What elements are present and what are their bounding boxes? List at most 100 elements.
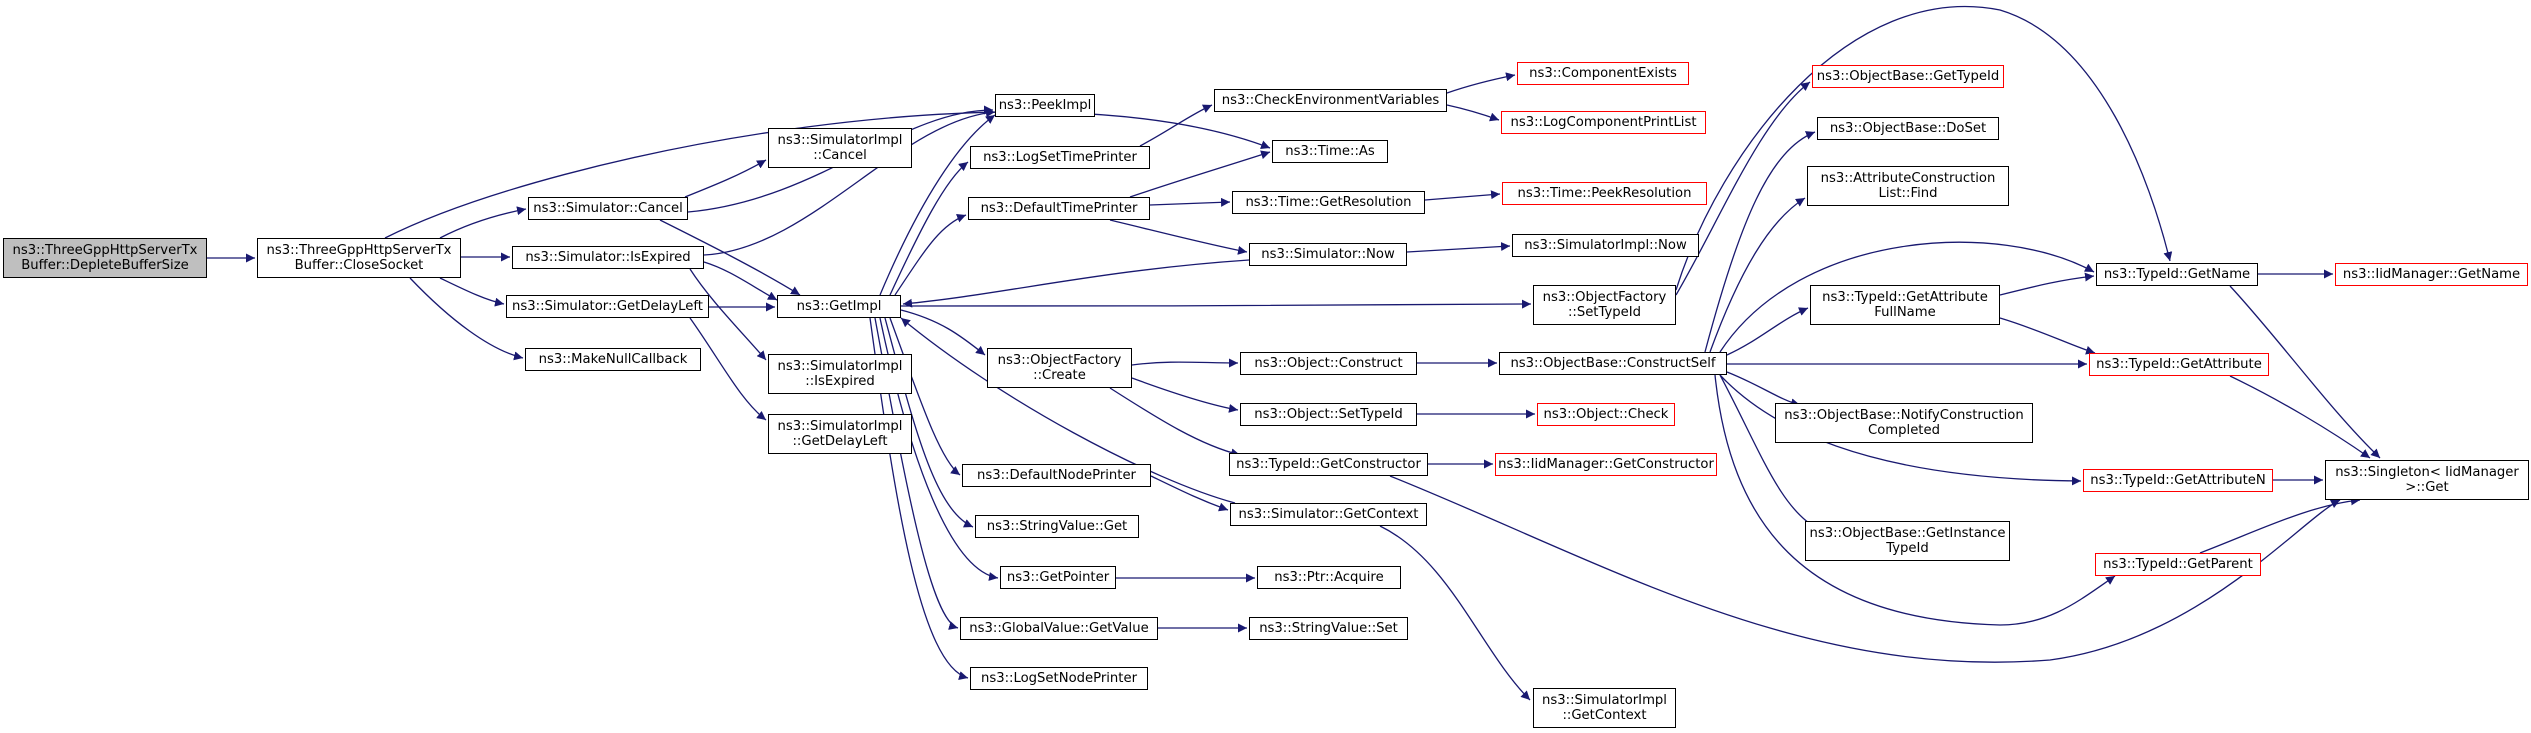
node-attrconstructionlist-find[interactable]: ns3::AttributeConstruction List::Find: [1807, 166, 2009, 206]
node-simimpl-cancel[interactable]: ns3::SimulatorImpl ::Cancel: [768, 128, 912, 168]
node-simimpl-isexpired[interactable]: ns3::SimulatorImpl ::IsExpired: [768, 354, 912, 394]
node-objectbase-notifyconstructioncompleted[interactable]: ns3::ObjectBase::NotifyConstruction Comp…: [1775, 403, 2033, 443]
node-simulator-getdelayleft[interactable]: ns3::Simulator::GetDelayLeft: [506, 295, 709, 318]
node-stringvalue-set[interactable]: ns3::StringValue::Set: [1249, 617, 1408, 640]
edge-isexpired-to-getimpl: [703, 261, 778, 301]
node-time-as-label: ns3::Time::As: [1285, 144, 1375, 159]
edge-getimpl-to-defaultnodeprinter: [889, 317, 961, 476]
node-logcomponentprintlist-label: ns3::LogComponentPrintList: [1510, 115, 1697, 130]
node-time-peekresolution-label: ns3::Time::PeekResolution: [1517, 186, 1692, 201]
edge-checkenv-to-logcomponentprintlist: [1446, 104, 1500, 122]
node-defaultnodeprinter[interactable]: ns3::DefaultNodePrinter: [962, 464, 1151, 487]
node-object-construct-label: ns3::Object::Construct: [1254, 356, 1403, 371]
edge-constructself-to-notifyconstructioncompleted: [1726, 371, 1801, 408]
node-time-peekresolution[interactable]: ns3::Time::PeekResolution: [1502, 182, 1707, 205]
node-iidmanager-getname[interactable]: ns3::IidManager::GetName: [2335, 263, 2528, 286]
node-simimpl-getcontext[interactable]: ns3::SimulatorImpl ::GetContext: [1533, 688, 1676, 728]
edge-simulatornow-to-simimplnow: [1406, 242, 1511, 253]
node-time-getresolution[interactable]: ns3::Time::GetResolution: [1232, 191, 1425, 214]
node-object-settypeid[interactable]: ns3::Object::SetTypeId: [1240, 403, 1417, 426]
node-object-check-label: ns3::Object::Check: [1543, 407, 1669, 422]
node-depletebuffersize[interactable]: ns3::ThreeGppHttpServerTx Buffer::Deplet…: [3, 238, 207, 278]
node-typeid-getattributen[interactable]: ns3::TypeId::GetAttributeN: [2083, 469, 2273, 492]
node-typeid-getattribute[interactable]: ns3::TypeId::GetAttribute: [2089, 353, 2269, 376]
node-typeid-getparent[interactable]: ns3::TypeId::GetParent: [2095, 553, 2261, 576]
node-checkenvvars[interactable]: ns3::CheckEnvironmentVariables: [1214, 89, 1447, 112]
node-closesocket[interactable]: ns3::ThreeGppHttpServerTx Buffer::CloseS…: [257, 238, 461, 278]
node-logsetnodeprinter[interactable]: ns3::LogSetNodePrinter: [970, 667, 1148, 690]
node-simimpl-getdelayleft[interactable]: ns3::SimulatorImpl ::GetDelayLeft: [768, 414, 912, 454]
edge-closesocket-to-cancel: [439, 206, 527, 239]
node-checkenvvars-label: ns3::CheckEnvironmentVariables: [1221, 93, 1440, 108]
node-ptr-acquire[interactable]: ns3::Ptr::Acquire: [1257, 566, 1401, 589]
node-simimpl-now[interactable]: ns3::SimulatorImpl::Now: [1512, 234, 1699, 257]
node-objectfactory-settypeid-label: ns3::ObjectFactory ::SetTypeId: [1542, 290, 1667, 320]
node-objectfactory-create[interactable]: ns3::ObjectFactory ::Create: [987, 348, 1132, 388]
node-time-getresolution-label: ns3::Time::GetResolution: [1245, 195, 1412, 210]
node-objectbase-constructself-label: ns3::ObjectBase::ConstructSelf: [1510, 356, 1716, 371]
node-simulator-isexpired[interactable]: ns3::Simulator::IsExpired: [512, 246, 704, 269]
edge-closesocket-to-makenullcallback: [409, 277, 524, 361]
node-objectbase-doset[interactable]: ns3::ObjectBase::DoSet: [1817, 117, 1999, 140]
node-simulator-cancel[interactable]: ns3::Simulator::Cancel: [528, 197, 688, 220]
node-typeid-getattributefullname[interactable]: ns3::TypeId::GetAttribute FullName: [1810, 285, 2000, 325]
edge-typeidgetname-to-singletonget: [2229, 285, 2381, 459]
node-typeid-getname-label: ns3::TypeId::GetName: [2103, 267, 2251, 282]
node-typeid-getattribute-label: ns3::TypeId::GetAttribute: [2096, 357, 2262, 372]
node-getpointer[interactable]: ns3::GetPointer: [1000, 566, 1116, 589]
edge-getimpl-to-objectfactorycreate: [900, 309, 986, 356]
node-defaultnodeprinter-label: ns3::DefaultNodePrinter: [977, 468, 1136, 483]
node-globalvalue-getvalue-label: ns3::GlobalValue::GetValue: [969, 621, 1149, 636]
edge-constructself-to-typeidgetname: [1719, 241, 2095, 353]
node-simimpl-getcontext-label: ns3::SimulatorImpl ::GetContext: [1542, 693, 1667, 723]
node-makenullcallback[interactable]: ns3::MakeNullCallback: [525, 348, 701, 371]
edge-constructself-to-objbasedoset: [1704, 131, 1816, 353]
node-depletebuffersize-label: ns3::ThreeGppHttpServerTx Buffer::Deplet…: [12, 243, 198, 273]
edge-defaulttimeprinter-to-timeas: [1129, 150, 1271, 198]
edge-constructself-to-attrconstructionlistfind: [1709, 197, 1806, 353]
edge-objfactorysettypeid-to-typeidgetname: [1675, 5, 2173, 291]
node-logcomponentprintlist[interactable]: ns3::LogComponentPrintList: [1501, 111, 1706, 134]
node-object-settypeid-label: ns3::Object::SetTypeId: [1254, 407, 1403, 422]
node-typeid-getname[interactable]: ns3::TypeId::GetName: [2096, 263, 2258, 286]
node-closesocket-label: ns3::ThreeGppHttpServerTx Buffer::CloseS…: [266, 243, 452, 273]
edge-checkenv-to-componentexists: [1446, 72, 1516, 94]
node-typeid-getattributen-label: ns3::TypeId::GetAttributeN: [2090, 473, 2266, 488]
node-simulator-isexpired-label: ns3::Simulator::IsExpired: [525, 250, 691, 265]
edge-constructself-to-typeidgetparent: [1714, 374, 2116, 626]
node-defaulttimeprinter[interactable]: ns3::DefaultTimePrinter: [968, 197, 1150, 220]
node-object-construct[interactable]: ns3::Object::Construct: [1240, 352, 1417, 375]
node-iidmanager-getconstructor[interactable]: ns3::IidManager::GetConstructor: [1495, 453, 1717, 476]
node-simulator-now-label: ns3::Simulator::Now: [1261, 247, 1395, 262]
edge-typeidgetattributefullname-to-typeidgetname: [1999, 272, 2095, 296]
node-singleton-get[interactable]: ns3::Singleton< IidManager >::Get: [2325, 460, 2529, 500]
node-globalvalue-getvalue[interactable]: ns3::GlobalValue::GetValue: [960, 617, 1158, 640]
node-objectbase-constructself[interactable]: ns3::ObjectBase::ConstructSelf: [1499, 352, 1727, 375]
node-objectbase-getinstancetypeid[interactable]: ns3::ObjectBase::GetInstance TypeId: [1805, 521, 2010, 561]
edge-defaulttimeprinter-to-simulatornow: [1109, 219, 1248, 255]
node-typeid-getconstructor[interactable]: ns3::TypeId::GetConstructor: [1229, 453, 1428, 476]
node-makenullcallback-label: ns3::MakeNullCallback: [538, 352, 688, 367]
edge-constructself-to-typeidgetattributefullname: [1726, 307, 1809, 356]
node-peekimpl[interactable]: ns3::PeekImpl: [995, 94, 1095, 117]
node-simimpl-now-label: ns3::SimulatorImpl::Now: [1524, 238, 1687, 253]
node-typeid-getparent-label: ns3::TypeId::GetParent: [2103, 557, 2253, 572]
edge-closesocket-to-getdelayleft: [439, 277, 505, 307]
node-componentexists[interactable]: ns3::ComponentExists: [1517, 62, 1689, 85]
node-typeid-getattributefullname-label: ns3::TypeId::GetAttribute FullName: [1822, 290, 1988, 320]
node-stringvalue-set-label: ns3::StringValue::Set: [1259, 621, 1398, 636]
edge-typeidgetparent-to-singletonget: [2199, 496, 2361, 554]
node-simimpl-cancel-label: ns3::SimulatorImpl ::Cancel: [777, 133, 903, 163]
node-stringvalue-get[interactable]: ns3::StringValue::Get: [975, 515, 1139, 538]
node-time-as[interactable]: ns3::Time::As: [1272, 140, 1388, 163]
node-logsettimeprinter[interactable]: ns3::LogSetTimePrinter: [970, 146, 1150, 169]
node-objectfactory-settypeid[interactable]: ns3::ObjectFactory ::SetTypeId: [1533, 285, 1676, 325]
node-componentexists-label: ns3::ComponentExists: [1529, 66, 1677, 81]
node-object-check[interactable]: ns3::Object::Check: [1537, 403, 1675, 426]
node-simulator-now[interactable]: ns3::Simulator::Now: [1249, 243, 1407, 266]
node-getimpl[interactable]: ns3::GetImpl: [777, 295, 901, 318]
node-objectbase-gettypeid[interactable]: ns3::ObjectBase::GetTypeId: [1812, 65, 2004, 88]
node-simulator-getcontext[interactable]: ns3::Simulator::GetContext: [1230, 503, 1427, 526]
